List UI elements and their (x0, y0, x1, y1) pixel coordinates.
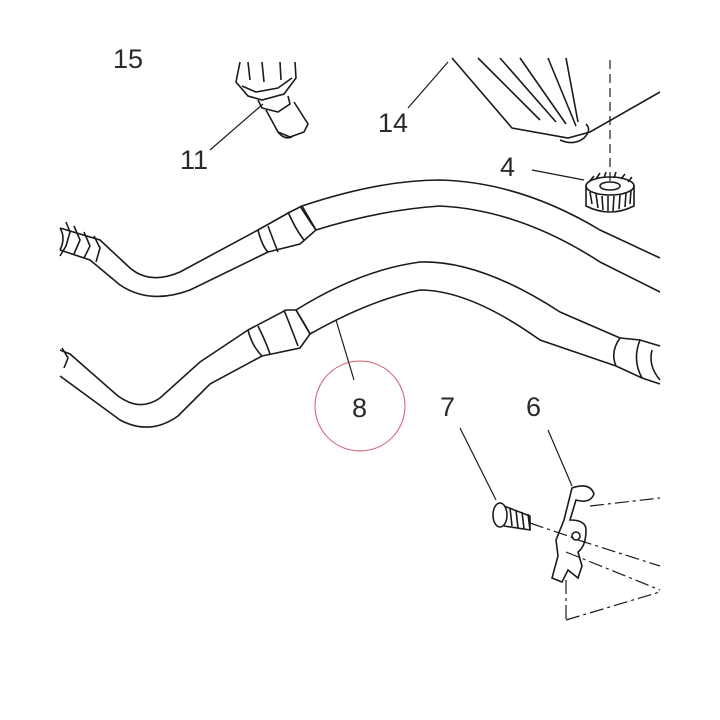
part-4-grommet (585, 171, 635, 213)
callout-11[interactable]: 11 (180, 145, 208, 175)
lower-hose (59, 261, 661, 428)
callout-8[interactable]: 8 (352, 393, 367, 423)
leader-7 (459, 427, 497, 501)
upper-hose (59, 179, 661, 298)
callout-6[interactable]: 6 (526, 392, 541, 422)
part-11-fitting (235, 61, 309, 139)
part-7-bolt (492, 502, 531, 531)
part-6-bracket (551, 485, 595, 584)
highlight-ring (314, 360, 406, 452)
leader-4 (531, 169, 585, 181)
leader-14 (407, 61, 449, 109)
callout-15[interactable]: 15 (113, 44, 143, 74)
assembly-lines (529, 497, 661, 621)
callout-14[interactable]: 14 (378, 108, 408, 138)
leader-8 (335, 319, 355, 381)
part-14-housing (451, 57, 661, 144)
leader-11 (209, 103, 264, 151)
callout-4[interactable]: 4 (500, 152, 515, 182)
callout-7[interactable]: 7 (440, 392, 455, 422)
leader-6 (547, 429, 573, 487)
